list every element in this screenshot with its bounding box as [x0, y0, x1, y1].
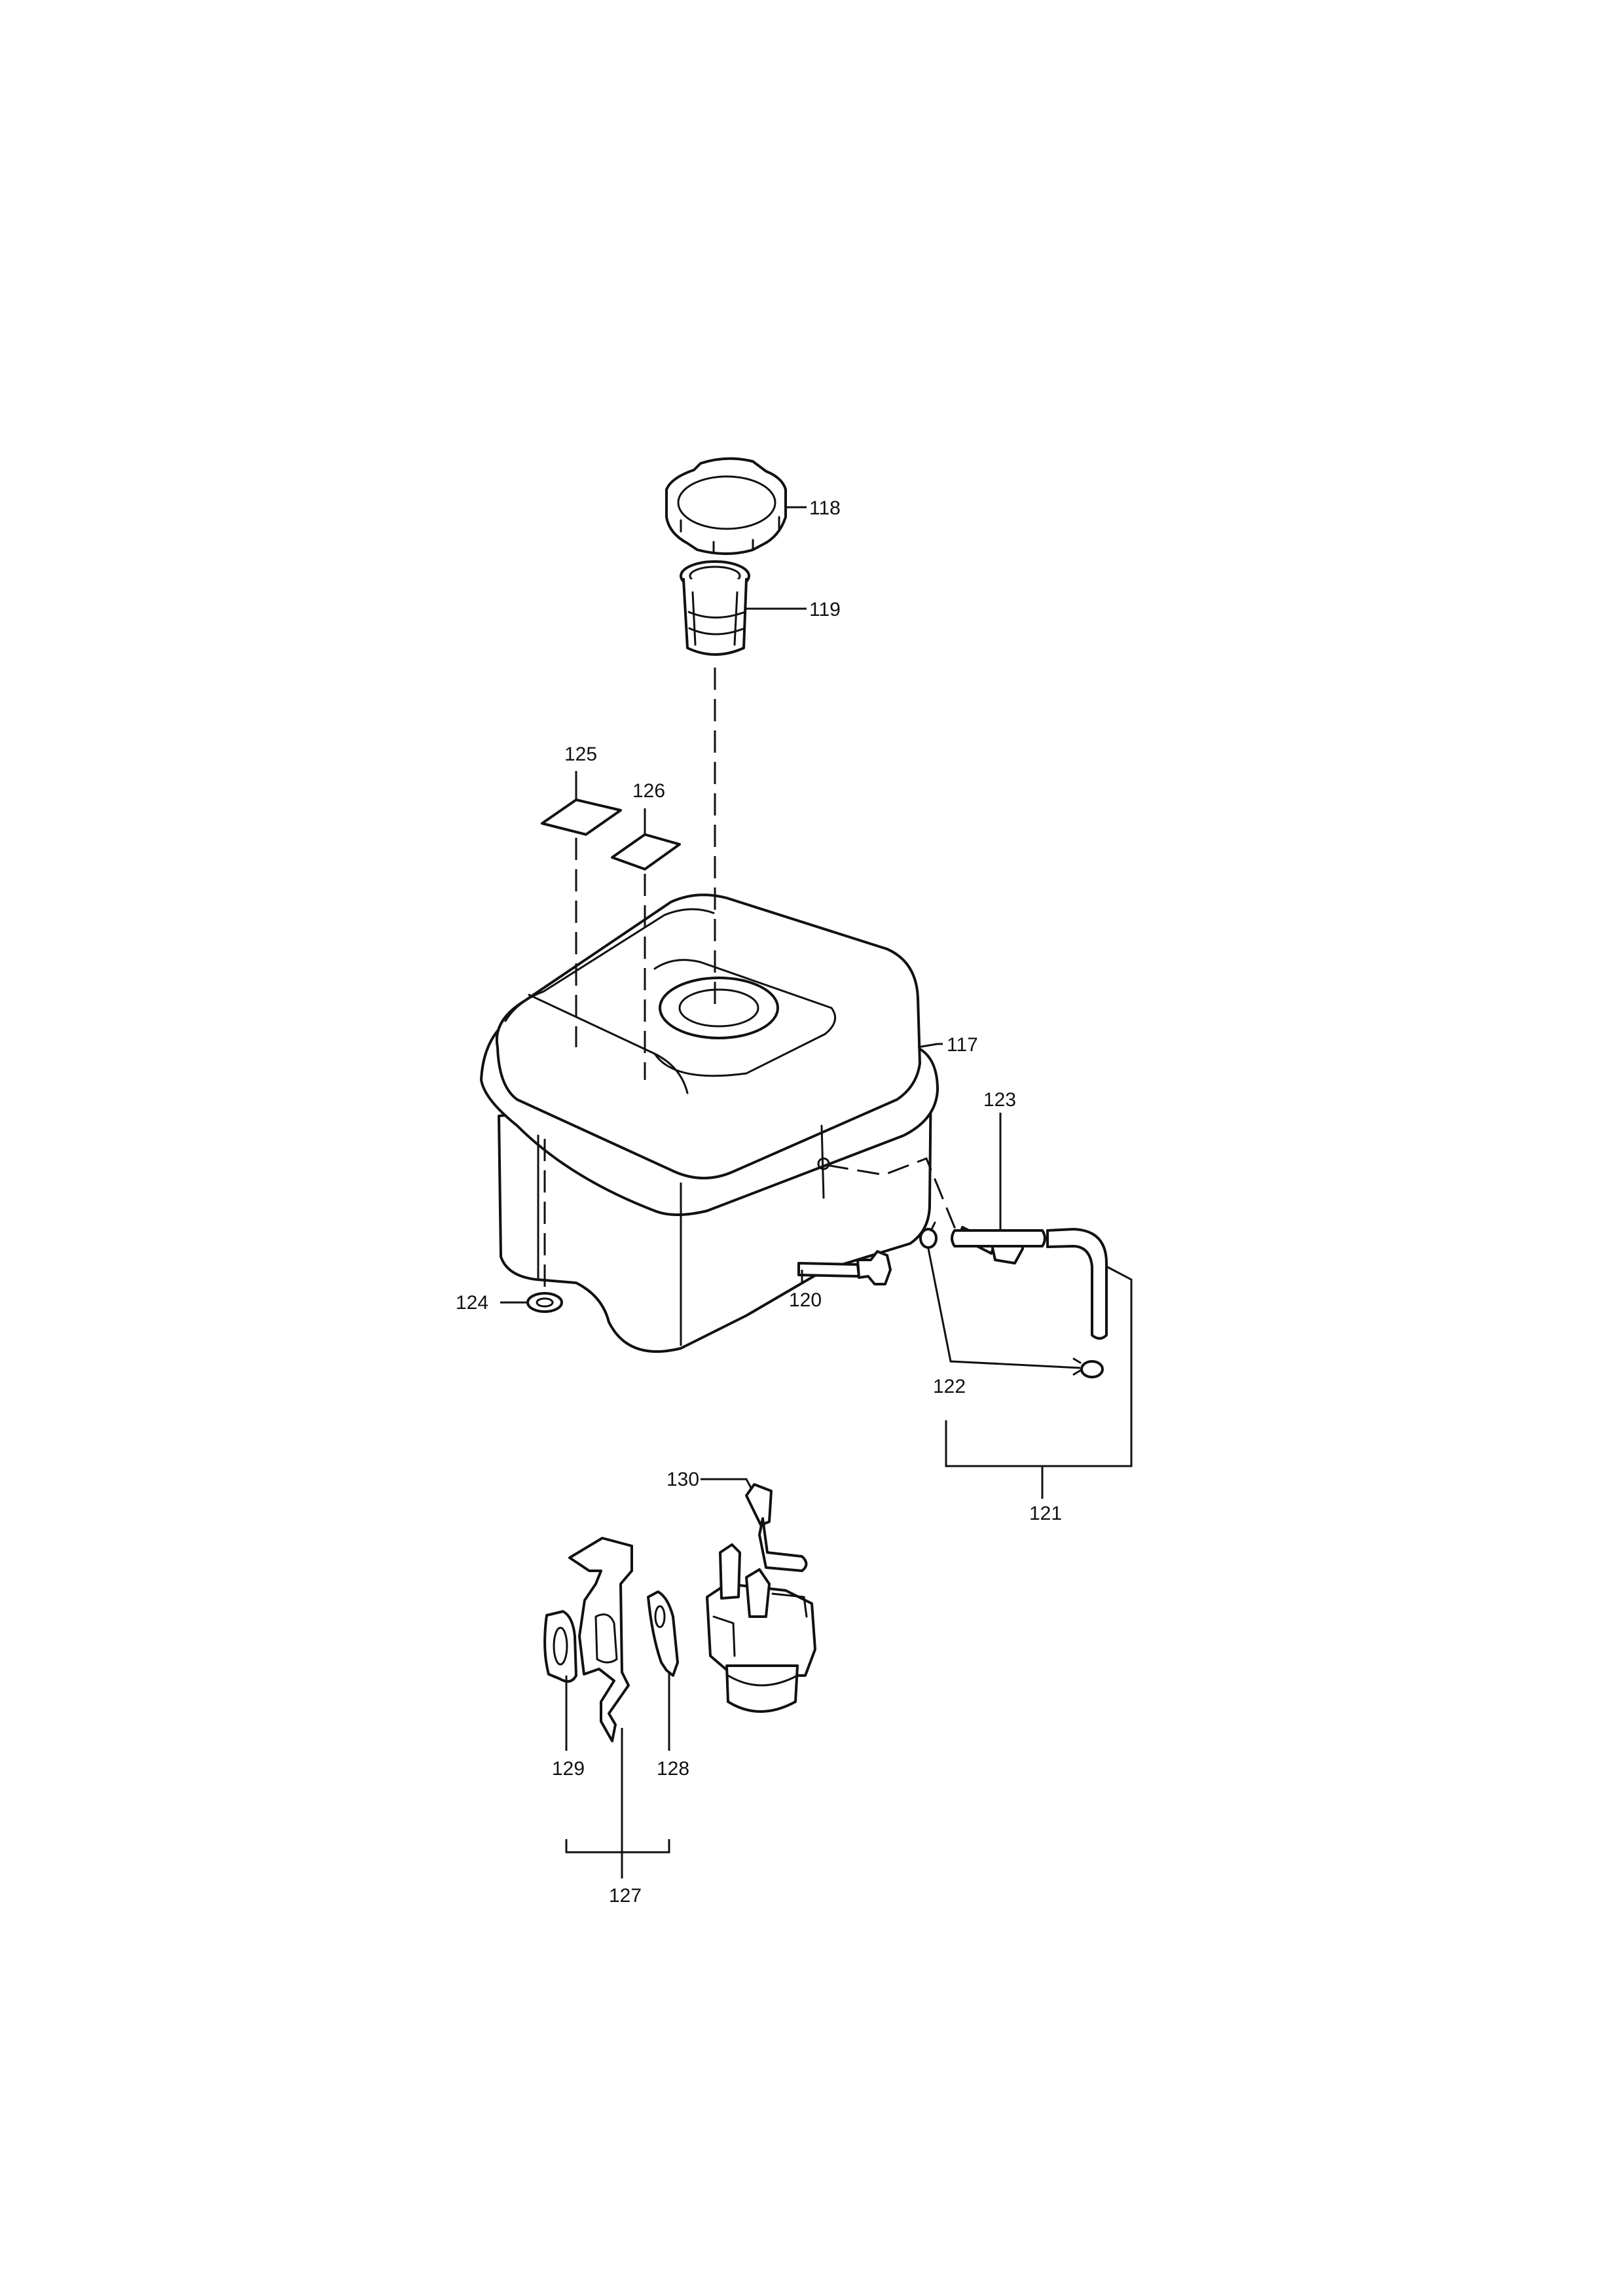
leader-lines — [500, 506, 1133, 1878]
callout-130: 130 — [666, 1469, 699, 1490]
hose-clip-122a — [919, 1221, 938, 1249]
callout-125: 125 — [564, 744, 597, 765]
bushing-124 — [526, 1292, 563, 1313]
callout-129: 129 — [552, 1758, 585, 1780]
fuel-tank-117 — [480, 893, 939, 1353]
callout-124: 124 — [456, 1292, 488, 1314]
gasket-129 — [543, 1610, 577, 1683]
gasket-128 — [647, 1590, 679, 1677]
callouts: 118 119 125 126 117 123 124 120 122 121 … — [456, 497, 1062, 1907]
fuel-cap-118 — [665, 457, 787, 555]
callout-127: 127 — [609, 1885, 642, 1907]
fuel-strainer-119 — [680, 560, 750, 656]
callout-126: 126 — [632, 780, 665, 802]
assembly-lines — [543, 668, 957, 1293]
callout-119: 119 — [809, 599, 841, 620]
callout-128: 128 — [657, 1758, 689, 1780]
carburetor — [706, 1543, 816, 1713]
hose-clip-122b — [1072, 1357, 1104, 1378]
callout-123: 123 — [983, 1089, 1016, 1111]
label-sticker-126 — [611, 833, 681, 870]
callout-118: 118 — [809, 497, 841, 519]
choke-lever-130 — [745, 1483, 808, 1572]
insulator-plate-127 — [568, 1537, 633, 1742]
label-sticker-125 — [541, 798, 622, 836]
callout-120: 120 — [789, 1289, 822, 1311]
fuel-hose-121 — [951, 1228, 1108, 1340]
callout-121: 121 — [1029, 1503, 1062, 1524]
callout-122: 122 — [933, 1376, 966, 1397]
callout-117: 117 — [947, 1034, 978, 1056]
fuel-cock-120 — [797, 1250, 892, 1285]
